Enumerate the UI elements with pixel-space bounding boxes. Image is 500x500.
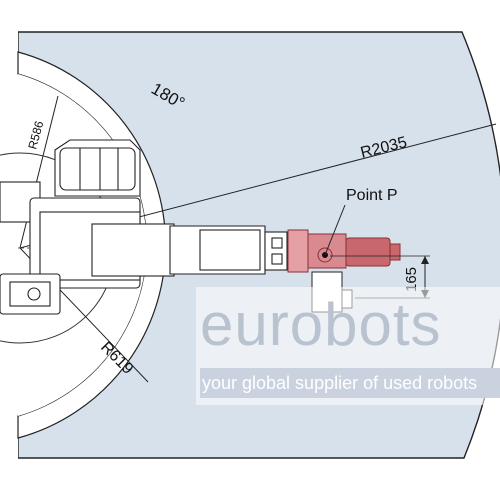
end-effector — [287, 229, 401, 273]
r586-line — [19, 95, 59, 249]
dim-165-arrow-top — [421, 256, 429, 264]
left-margin — [0, 0, 18, 500]
watermark-tagline: your global supplier of used robots — [200, 368, 500, 398]
robot-arm — [0, 139, 288, 315]
offset-label: 165 — [403, 267, 420, 292]
point-p-label: Point P — [346, 187, 398, 204]
point-p-leader — [324, 204, 346, 256]
watermark-logo: eurobots — [200, 291, 442, 358]
